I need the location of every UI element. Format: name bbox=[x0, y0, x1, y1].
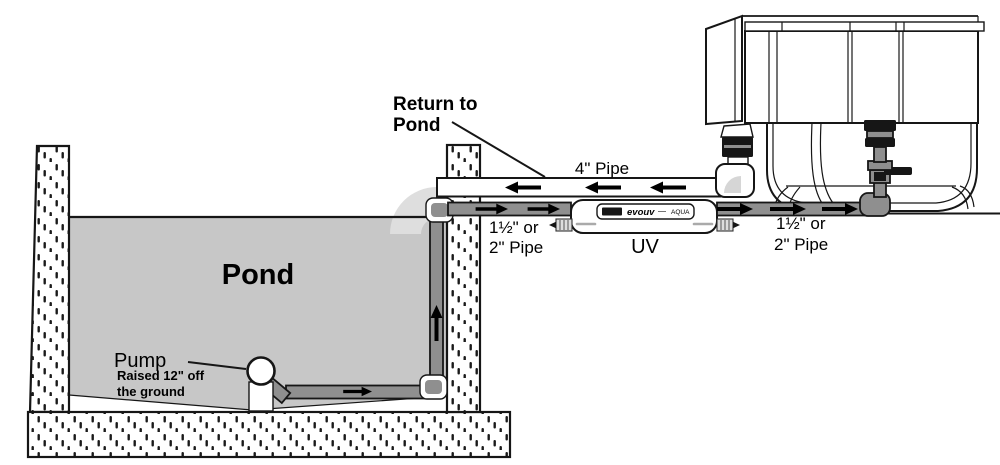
pump-pointer-line bbox=[187, 361, 247, 370]
pump bbox=[246, 356, 276, 412]
pond-water bbox=[69, 217, 447, 410]
filter-lid-open-panel bbox=[705, 14, 743, 126]
return-pointer-line bbox=[451, 121, 546, 178]
filter-outlet-assembly bbox=[715, 123, 755, 198]
return-pipe-4in bbox=[436, 177, 721, 198]
label-pond: Pond bbox=[222, 259, 295, 291]
ground-slab bbox=[26, 410, 512, 459]
pond-left-wall bbox=[28, 144, 71, 414]
filter-inlet-assembly bbox=[859, 120, 912, 217]
pump-pedestal bbox=[248, 381, 274, 412]
return-elbow bbox=[715, 163, 755, 198]
top-elbow bbox=[425, 197, 454, 223]
inlet-pipe-upper bbox=[873, 146, 887, 163]
label-pump-note-line2: the ground bbox=[117, 384, 185, 399]
label-pipe-left-line2: 2" Pipe bbox=[489, 238, 543, 257]
inlet-bulkhead-fitting bbox=[864, 120, 896, 147]
label-pipe-right-line2: 2" Pipe bbox=[774, 235, 828, 254]
pump-body bbox=[246, 356, 276, 386]
return-splash-arc bbox=[390, 187, 437, 234]
uv-right-fitting bbox=[716, 218, 740, 232]
supply-pipe-left bbox=[447, 201, 572, 217]
uv-brand-block bbox=[602, 207, 622, 216]
filter-box bbox=[744, 30, 979, 124]
label-pipe-right-line1: 1½" or bbox=[776, 214, 826, 233]
outlet-flange bbox=[720, 123, 754, 138]
uv-brand-text: evouv bbox=[627, 207, 655, 218]
label-pump-note-line1: Raised 12" off bbox=[117, 368, 205, 383]
bottom-elbow bbox=[419, 374, 448, 400]
labels: Return to Pond 4" Pipe 1½" or 2" Pipe 1½… bbox=[114, 94, 828, 399]
pond-plumbing bbox=[248, 197, 454, 405]
uv-brand-right-text: AQUA bbox=[671, 209, 690, 216]
label-pump: Pump bbox=[114, 350, 166, 372]
label-uv: UV bbox=[631, 236, 659, 258]
label-4in-pipe: 4" Pipe bbox=[575, 159, 629, 178]
uv-unit: evouv AQUA bbox=[549, 199, 740, 234]
label-pipe-left-line1: 1½" or bbox=[489, 218, 539, 237]
uv-left-fitting bbox=[549, 218, 573, 232]
label-return-to-pond-line1: Return to bbox=[393, 94, 477, 115]
label-return-to-pond-line2: Pond bbox=[393, 115, 441, 136]
filter-lid bbox=[742, 15, 985, 32]
riser-pipe bbox=[429, 209, 444, 389]
outlet-bulkhead-fitting bbox=[722, 137, 753, 157]
